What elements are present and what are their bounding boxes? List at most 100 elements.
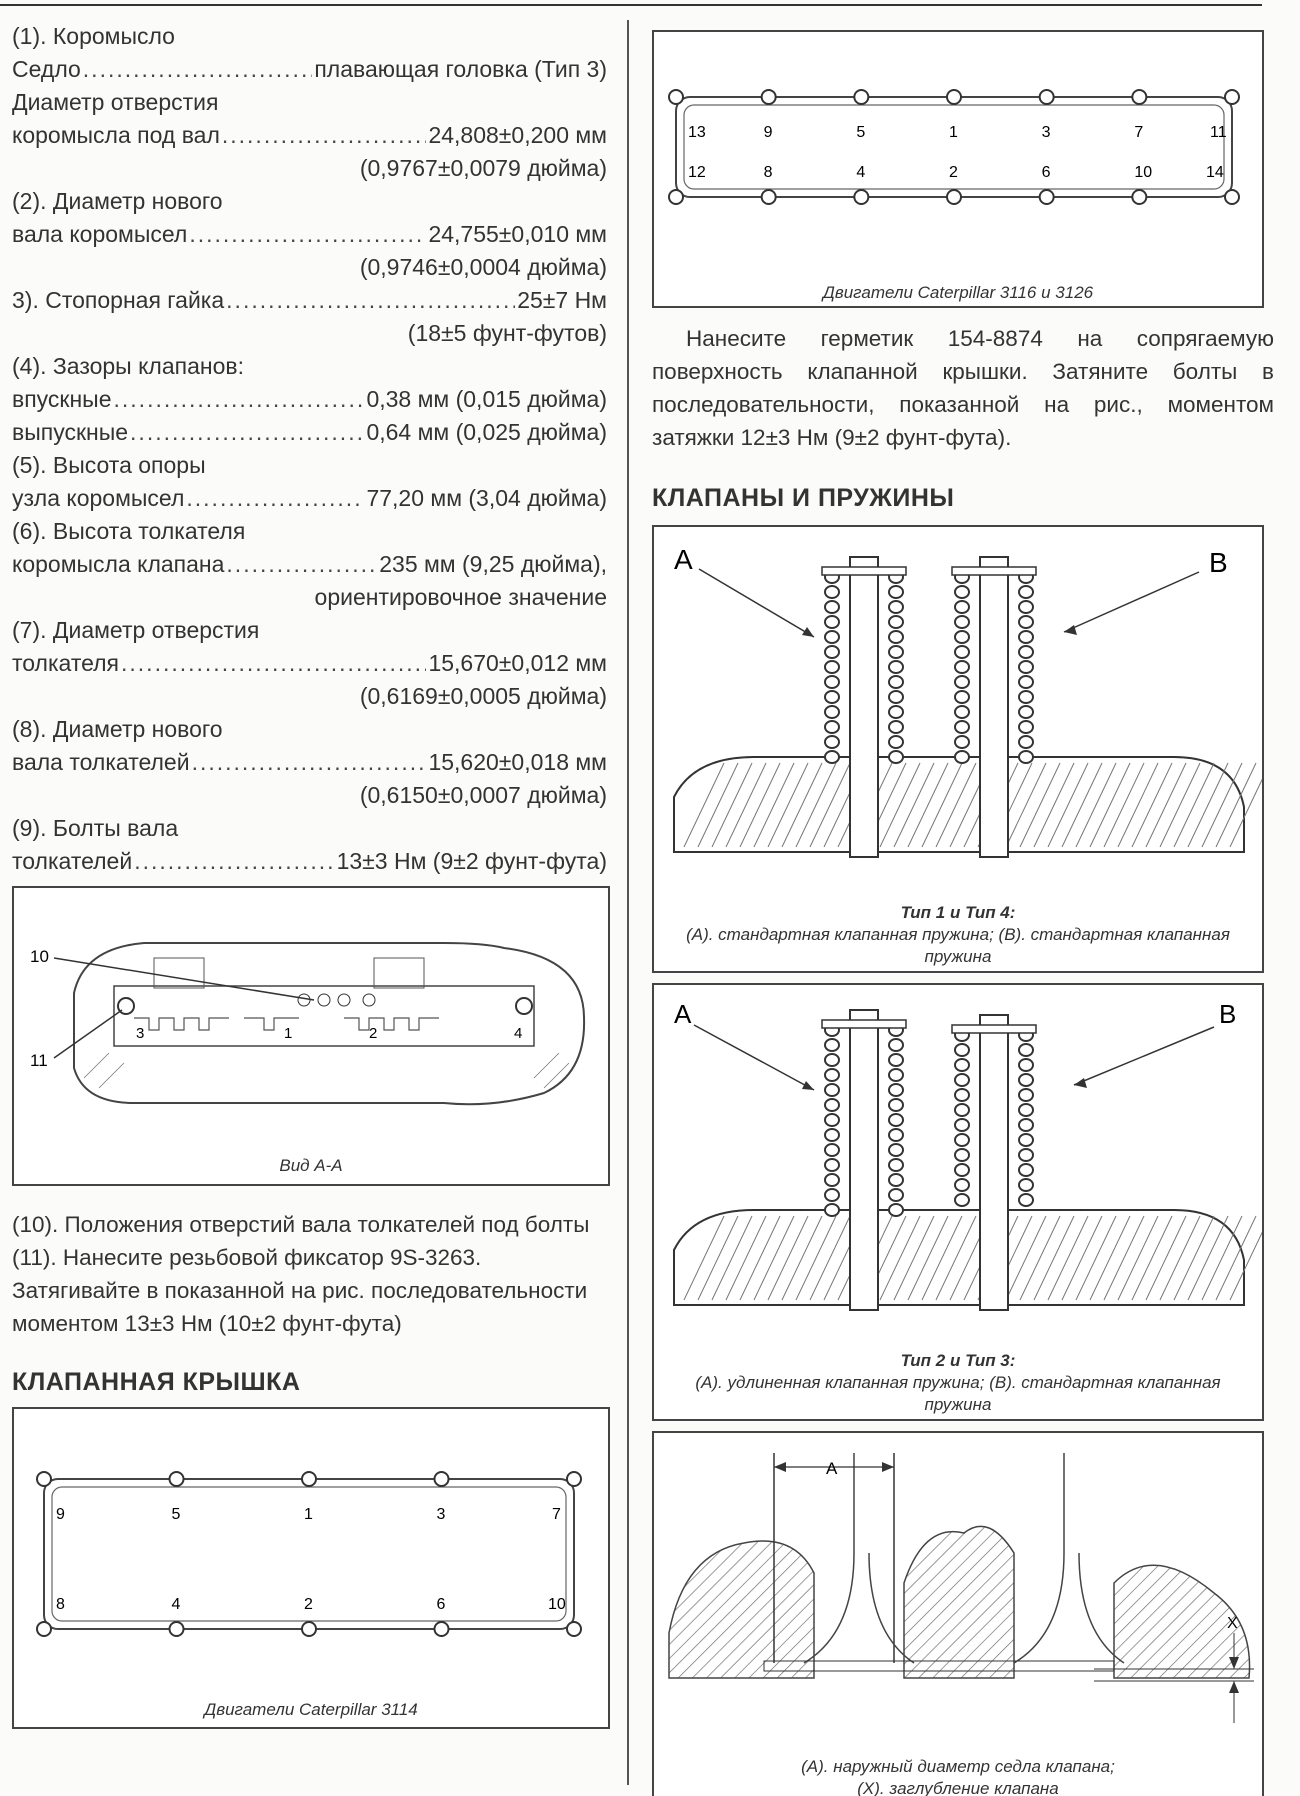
spec-label: толкателя bbox=[12, 650, 120, 676]
valve-stem bbox=[849, 1009, 879, 1311]
figure-type23: A B Тип 2 и Тип 3: (А). удлиненная клапа… bbox=[652, 983, 1271, 1421]
spec-line: 3). Стопорная гайка25±7 Нм bbox=[12, 284, 607, 317]
spec-label: (8). Диаметр нового bbox=[12, 716, 223, 742]
leader-dots bbox=[222, 119, 427, 152]
spec-line: (0,6150±0,0007 дюйма) bbox=[12, 779, 607, 812]
spec-line: (6). Высота толкателя bbox=[12, 515, 607, 548]
spec-label: (5). Высота опоры bbox=[12, 452, 206, 478]
figure-valve-seat: A X (А). наружный диаметр седла клапана;… bbox=[652, 1431, 1264, 1796]
bolt-icon bbox=[946, 189, 962, 205]
spec-label: (4). Зазоры клапанов: bbox=[12, 353, 244, 379]
hole-2: 2 bbox=[369, 1025, 377, 1042]
bolt-number: 12 bbox=[688, 164, 706, 181]
sealant-instructions: Нанесите герметик 154-8874 на сопрягаему… bbox=[652, 326, 1274, 450]
spec-value: плавающая головка (Тип 3) bbox=[314, 56, 607, 82]
valve-springs-type14: A B bbox=[673, 544, 1271, 858]
bolt-icon bbox=[853, 89, 870, 105]
bolt-number: 9 bbox=[764, 124, 773, 141]
spec-line: (8). Диаметр нового bbox=[12, 713, 607, 746]
note-10: (10). Положения отверстий вала толкателе… bbox=[12, 1212, 590, 1237]
spec-line: толкателя15,670±0,012 мм bbox=[12, 647, 607, 680]
leader-dots bbox=[226, 284, 515, 317]
hole-4: 4 bbox=[514, 1025, 522, 1042]
bolt-icon bbox=[301, 1471, 317, 1487]
left-column: (1). КоромыслоСедлоплавающая головка (Ти… bbox=[12, 20, 610, 1729]
section-title-valves: КЛАПАНЫ И ПРУЖИНЫ bbox=[652, 484, 955, 512]
leader-dots bbox=[83, 53, 313, 86]
spec-value: 13±3 Нм (9±2 фунт-фута) bbox=[336, 848, 607, 874]
spec-line: (1). Коромысло bbox=[12, 20, 607, 53]
seat-caption-2: (Х). заглубление клапана bbox=[857, 1779, 1059, 1796]
bolt-number: 9 bbox=[56, 1506, 65, 1523]
label-a: A bbox=[674, 544, 693, 575]
valve-springs-type23: A B bbox=[673, 999, 1271, 1311]
spec-label: выпускные bbox=[12, 419, 129, 445]
spec-label: впускные bbox=[12, 386, 112, 412]
spec-line: Седлоплавающая головка (Тип 3) bbox=[12, 53, 607, 86]
spec-line: (2). Диаметр нового bbox=[12, 185, 607, 218]
leader-dots bbox=[121, 647, 426, 680]
bolt-number: 4 bbox=[172, 1596, 181, 1613]
valve-stem bbox=[849, 556, 879, 858]
label-a: A bbox=[826, 1459, 838, 1478]
valve-stem bbox=[979, 556, 1009, 858]
spec-value: (0,9767±0,0079 дюйма) bbox=[359, 155, 607, 181]
cylinder-head bbox=[673, 756, 1245, 853]
spec-label: (6). Высота толкателя bbox=[12, 518, 246, 544]
seat-caption-1: (А). наружный диаметр седла клапана; bbox=[801, 1757, 1115, 1776]
fig-3116-caption: Двигатели Caterpillar 3116 и 3126 bbox=[822, 283, 1094, 302]
spec-value: (0,6150±0,0007 дюйма) bbox=[359, 782, 607, 808]
spec-line: коромысла клапана235 мм (9,25 дюйма), bbox=[12, 548, 607, 581]
spec-line: (0,6169±0,0005 дюйма) bbox=[12, 680, 607, 713]
hole-3: 3 bbox=[136, 1025, 144, 1042]
spec-line: узла коромысел 77,20 мм (3,04 дюйма) bbox=[12, 482, 607, 515]
spec-line: (7). Диаметр отверстия bbox=[12, 614, 607, 647]
spec-value: 24,755±0,010 мм bbox=[428, 221, 607, 247]
spec-label: коромысла под вал bbox=[12, 122, 220, 148]
spec-line: (0,9767±0,0079 дюйма) bbox=[12, 152, 607, 185]
spec-line: выпускные0,64 мм (0,025 дюйма) bbox=[12, 416, 607, 449]
figure-view-aa: 10 11 1 2 3 4 Вид А-А bbox=[12, 886, 610, 1186]
spec-label: Диаметр отверстия bbox=[12, 89, 219, 115]
hole-1: 1 bbox=[284, 1025, 292, 1042]
spec-line: толкателей 13±3 Нм (9±2 фунт-фута) bbox=[12, 845, 607, 878]
bolt-number: 6 bbox=[437, 1596, 446, 1613]
type23-caption-text: (А). удлиненная клапанная пружина; (В). … bbox=[695, 1373, 1221, 1414]
spec-line: (4). Зазоры клапанов: bbox=[12, 350, 607, 383]
spec-value: (18±5 фунт-футов) bbox=[407, 320, 607, 346]
label-11: 11 bbox=[30, 1051, 48, 1070]
bolt-number: 13 bbox=[688, 124, 706, 141]
leader-dots bbox=[186, 482, 364, 515]
label-b: B bbox=[1209, 547, 1228, 578]
top-rule bbox=[0, 4, 1262, 6]
bolt-icon bbox=[853, 189, 870, 205]
bolt-number: 1 bbox=[949, 124, 958, 141]
fig-3114-caption: Двигатели Caterpillar 3114 bbox=[204, 1700, 418, 1719]
note-11: (11). Нанесите резьбовой фиксатор 9S-326… bbox=[12, 1245, 588, 1336]
type14-caption-text: (А). стандартная клапанная пружина; (В).… bbox=[686, 925, 1230, 966]
bolt-icon bbox=[301, 1621, 317, 1637]
spec-label: толкателей bbox=[12, 848, 133, 874]
leader-dots bbox=[226, 548, 377, 581]
valve-stem bbox=[979, 1014, 1009, 1311]
column-divider bbox=[627, 20, 629, 1785]
bolt-icon bbox=[168, 1471, 185, 1487]
spec-value: (0,9746±0,0004 дюйма) bbox=[359, 254, 607, 280]
bolt-number: 7 bbox=[1134, 124, 1143, 141]
bolt-icon bbox=[566, 1621, 582, 1637]
spec-label: (9). Болты вала bbox=[12, 815, 179, 841]
spec-value: 25±7 Нм bbox=[517, 287, 607, 313]
cylinder-head bbox=[673, 1209, 1245, 1306]
bolt-number: 14 bbox=[1206, 164, 1224, 181]
spec-line: (18±5 фунт-футов) bbox=[12, 317, 607, 350]
bolt-icon bbox=[1224, 89, 1240, 105]
bolt-icon bbox=[1038, 89, 1055, 105]
spec-line: коромысла под вал24,808±0,200 мм bbox=[12, 119, 607, 152]
cover-outline bbox=[675, 96, 1233, 198]
bolt-number: 3 bbox=[1042, 124, 1051, 141]
bolt-number: 1 bbox=[304, 1506, 313, 1523]
bolt-icon bbox=[668, 189, 684, 205]
